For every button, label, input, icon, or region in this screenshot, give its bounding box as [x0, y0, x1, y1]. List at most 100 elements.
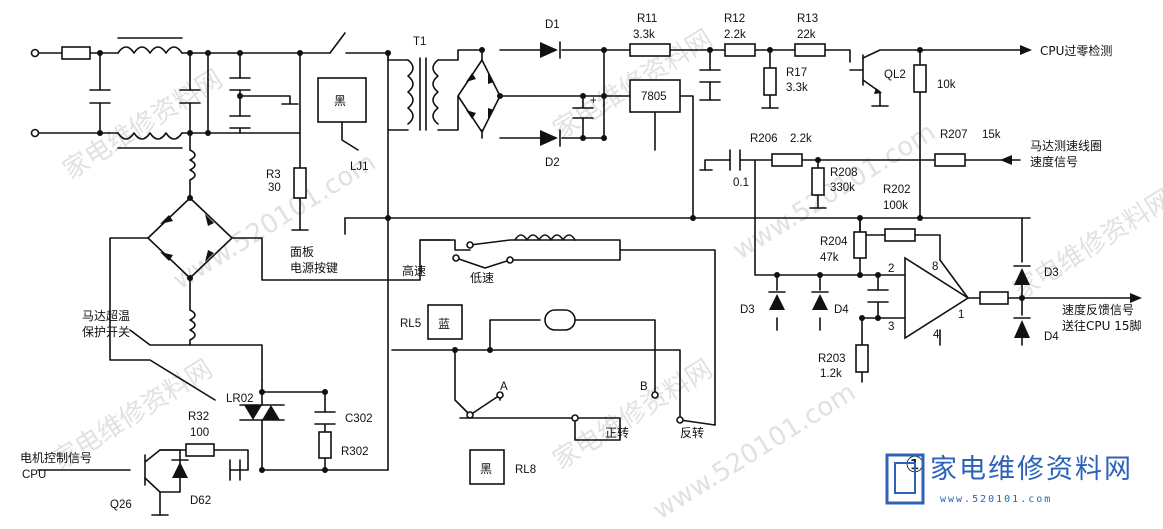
high-speed-label: 高速 — [402, 263, 426, 278]
resistor-r302 — [318, 431, 332, 459]
contact-b — [651, 391, 659, 399]
r17-value: 3.3k — [786, 82, 808, 94]
wires — [37, 49, 1131, 516]
motor-speed-signal-line2: 速度信号 — [1030, 154, 1078, 169]
capacitor-c302 — [314, 411, 336, 425]
resistor-r17 — [763, 67, 777, 96]
diode-d2 — [540, 130, 558, 146]
contact-a-label: A — [500, 381, 508, 393]
inductor — [189, 309, 196, 341]
relay-rl8-color: 黑 — [480, 462, 492, 476]
diode-d4-right — [1014, 320, 1030, 338]
pin-8-label: 8 — [932, 261, 938, 273]
power-switch — [329, 32, 346, 54]
r204-value: 47k — [820, 252, 839, 264]
rl8-label: RL8 — [515, 464, 536, 476]
regulator-label: 7805 — [641, 91, 667, 103]
resistor-r203 — [855, 344, 869, 373]
bridge-rectifier-top — [457, 59, 501, 133]
r11-label: R11 — [637, 13, 657, 25]
motor-control-signal-line1: 电机控制信号 — [20, 451, 92, 465]
low-speed-label: 低速 — [470, 271, 494, 285]
motor-speed-signal-line1: 马达测速线圈 — [1030, 139, 1102, 153]
r3-value: 30 — [268, 182, 281, 194]
switch-contact — [506, 256, 514, 264]
resistor-r208 — [811, 167, 825, 196]
fuse — [61, 46, 91, 60]
reverse-label: 反转 — [680, 425, 704, 440]
bridge-rectifier-bottom — [147, 197, 233, 279]
r208-label: R208 — [830, 167, 858, 179]
r202-label: R202 — [883, 184, 911, 196]
capacitor — [229, 115, 251, 129]
resistor-10k — [913, 64, 927, 93]
diode-d3-right — [1014, 268, 1030, 285]
r3-label: R3 — [266, 169, 281, 181]
capacitor — [179, 89, 201, 104]
r206-value: 2.2k — [790, 133, 812, 145]
capacitor-0.1 — [729, 149, 741, 171]
r11-value: 3.3k — [633, 29, 655, 41]
pin-1-label: 1 — [958, 309, 964, 321]
arrow-left-icon — [1000, 155, 1012, 165]
ac-terminal-top — [30, 48, 40, 58]
ac-terminal-bottom — [30, 128, 40, 138]
capacitor — [699, 69, 721, 83]
plus-sign: + — [590, 95, 597, 107]
transistor-ql2 — [849, 54, 882, 94]
diode-d1 — [540, 42, 558, 58]
site-logo: 家电维修资料网 www.520101.com — [885, 453, 1131, 505]
r204-label: R204 — [820, 236, 848, 248]
forward-label: 正转 — [605, 425, 629, 440]
r207-label: R207 — [940, 129, 968, 141]
switch-contact — [466, 241, 474, 249]
r206-label: R206 — [750, 133, 778, 145]
r203-value: 1.2k — [820, 368, 842, 380]
motor-overheat-line2: 保护开关 — [82, 325, 130, 339]
d3-right-label: D3 — [1044, 267, 1059, 279]
contact-a — [496, 391, 504, 399]
lr02-label: LR02 — [226, 393, 254, 405]
cpu-zero-cross-label: CPU过零检测 — [1040, 43, 1112, 58]
capacitor — [229, 77, 251, 91]
transformer-primary — [407, 59, 414, 125]
choke-coil-bottom — [117, 132, 183, 140]
choke-coil-top — [117, 46, 183, 54]
cap-0.1-value: 0.1 — [733, 177, 749, 189]
motor — [544, 309, 576, 331]
r12-value: 2.2k — [724, 29, 746, 41]
transformer-secondary — [432, 59, 439, 125]
resistor-r204 — [853, 231, 867, 259]
r203-label: R203 — [818, 353, 846, 365]
resistor-r202 — [884, 228, 916, 242]
panel-power-key-line1: 面板 — [290, 245, 314, 259]
panel-power-key-line2: 电源按键 — [290, 261, 338, 275]
c302-label: C302 — [345, 413, 373, 425]
q26-label: Q26 — [110, 499, 132, 511]
motor-overheat-line1: 马达超温 — [82, 308, 130, 323]
resistor-r207 — [934, 153, 966, 167]
resistor-r13 — [794, 43, 826, 57]
relay-rl5-color: 蓝 — [438, 317, 450, 331]
diode-d3-left — [769, 294, 785, 310]
resistor-r11 — [629, 43, 671, 57]
relay-lj1-color-label: 黑 — [334, 94, 346, 108]
pin-2-label: 2 — [888, 263, 894, 275]
contact-b-label: B — [640, 381, 648, 393]
contact — [676, 416, 684, 424]
electrolytic-capacitor — [572, 107, 594, 119]
speed-feedback-line1: 速度反馈信号 — [1062, 302, 1134, 317]
logo-icon — [885, 453, 925, 505]
d1-label: D1 — [545, 19, 560, 31]
relay-rl5-coil — [427, 304, 463, 340]
logo-icon-mark — [894, 462, 916, 494]
resistor-r32 — [185, 443, 215, 457]
junction-dots — [97, 47, 1025, 473]
motor-winding — [514, 234, 576, 241]
r17-label: R17 — [786, 67, 807, 79]
resistor-r12 — [724, 43, 756, 57]
transformer-label: T1 — [413, 36, 426, 48]
pullup-value: 10k — [937, 79, 956, 91]
inductor — [189, 149, 196, 181]
